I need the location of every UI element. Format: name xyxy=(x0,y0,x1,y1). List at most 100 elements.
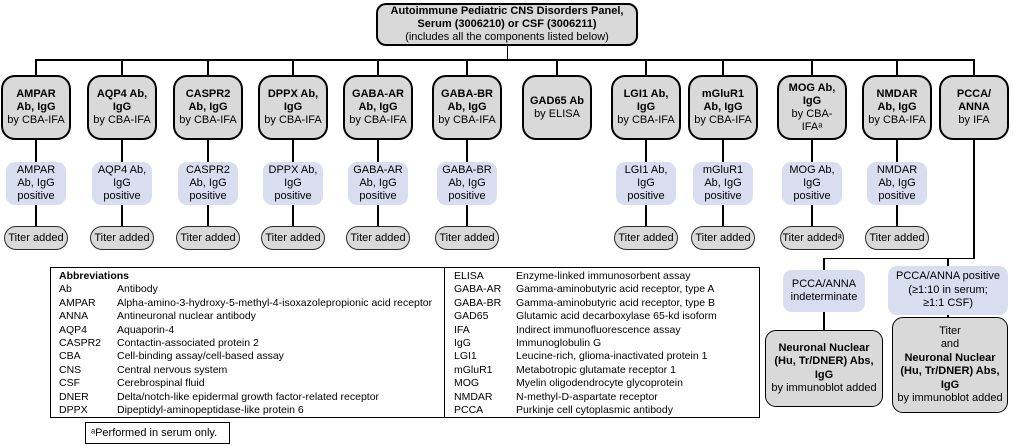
abbreviation-term: NMDAR xyxy=(454,390,493,403)
connector-line xyxy=(466,59,468,75)
test-method: by CBA-IFA xyxy=(7,114,65,126)
connector-line xyxy=(722,59,724,75)
connector-line xyxy=(377,205,379,226)
connector-line xyxy=(811,205,813,226)
titer-added-box: Titer added xyxy=(865,226,929,250)
connector-line xyxy=(973,140,975,259)
connector-line xyxy=(207,140,209,162)
positive-result-box: mGluR1 Ab, IgG positive xyxy=(693,162,753,205)
connector-line xyxy=(556,59,558,75)
positive-result-box: MOG Ab, IgG positive xyxy=(782,162,842,205)
titer-added-box: Titer added xyxy=(261,226,325,250)
pcca-indeterminate-box: PCCA/ANNA indeterminate xyxy=(783,270,865,312)
abbreviations-header: Abbreviations xyxy=(59,270,130,282)
result-test-name: Neuronal Nuclear (Hu, Tr/DNER) Abs, IgG xyxy=(774,341,874,381)
connector-line xyxy=(645,59,647,75)
titer-added-box: Titer added xyxy=(435,226,499,250)
test-method: by CBA-IFA xyxy=(617,114,675,126)
positive-result-box: AQP4 Ab, IgG positive xyxy=(92,162,152,205)
abbreviation-term: Ab xyxy=(59,283,72,296)
connector-line xyxy=(823,257,974,259)
abbreviation-row: GAD65 Glutamic acid decarboxylase 65-kd i… xyxy=(454,310,759,323)
test-name: AQP4 Ab, IgG xyxy=(96,88,148,113)
abbreviation-definition: Myelin oligodendrocyte glycoprotein xyxy=(516,377,683,390)
test-method: by CBA- IFAᵃ xyxy=(791,107,833,133)
test-method: by CBA-IFA xyxy=(438,114,496,126)
test-name: LGI1 Ab, IgG xyxy=(623,88,669,113)
abbreviation-term: MOG xyxy=(454,377,480,390)
abbreviation-term: IgG xyxy=(454,337,471,350)
panel-subtitle: (includes all the components listed belo… xyxy=(405,31,609,43)
connector-line xyxy=(35,140,37,162)
connector-line xyxy=(811,140,813,162)
abbreviation-definition: Dipeptidyl-aminopeptidase-like protein 6 xyxy=(117,404,304,417)
titer-added-box: Titer added xyxy=(176,226,240,250)
abbreviation-row: DNER Delta/notch-like epidermal growth fa… xyxy=(59,391,444,404)
test-method: by CBA-IFA xyxy=(349,114,407,126)
titer-added-box: Titer added xyxy=(614,226,678,250)
abbreviation-definition: Contactin-associated protein 2 xyxy=(117,337,259,350)
connector-bus-line xyxy=(36,59,974,61)
abbreviation-term: AMPAR xyxy=(59,296,96,309)
footnote-text: ᵃPerformed in serum only. xyxy=(91,427,218,439)
connector-line xyxy=(35,59,37,75)
abbreviation-definition: Delta/notch-like epidermal growth factor… xyxy=(117,390,380,403)
test-name: PCCA/ ANNA xyxy=(956,88,992,113)
abbreviation-definition: Cerebrospinal fluid xyxy=(117,377,205,390)
test-method: by CBA-IFA xyxy=(179,114,237,126)
pcca-indeterminate-result-box: Neuronal Nuclear (Hu, Tr/DNER) Abs, IgG … xyxy=(765,330,883,407)
abbreviation-definition: Immunoglobulin G xyxy=(516,337,602,350)
abbreviation-definition: Glutamic acid decarboxylase 65-kd isofor… xyxy=(516,310,717,323)
positive-result-box: DPPX Ab, IgG positive xyxy=(263,162,323,205)
titer-added-box: Titer addedᵃ xyxy=(780,226,844,250)
connector-line xyxy=(292,59,294,75)
positive-result-box: CASPR2 Ab, IgG positive xyxy=(178,162,238,205)
abbreviation-term: IFA xyxy=(454,323,470,336)
positive-result-box: LGI1 Ab, IgG positive xyxy=(616,162,676,205)
abbreviation-term: CNS xyxy=(59,363,82,376)
positive-result-box: NMDAR Ab, IgG positive xyxy=(867,162,927,205)
connector-line xyxy=(292,140,294,162)
result-prefix: Titer and xyxy=(939,324,961,351)
abbreviation-definition: Central nervous system xyxy=(117,363,228,376)
abbreviation-definition: Gamma-aminobutyric acid receptor, type A xyxy=(516,283,715,296)
abbreviation-definition: Enzyme-linked immunosorbent assay xyxy=(516,270,691,282)
connector-line xyxy=(506,45,508,59)
abbreviation-term: GAD65 xyxy=(454,310,489,323)
abbreviation-term: DNER xyxy=(59,390,89,403)
abbreviation-term: GABA-AR xyxy=(454,283,502,296)
connector-line xyxy=(377,59,379,75)
connector-line xyxy=(823,257,825,270)
titer-added-box: Titer added xyxy=(691,226,755,250)
test-method: by ELISA xyxy=(534,107,580,120)
abbreviation-definition: Purkinje cell cytoplasmic antibody xyxy=(516,404,673,417)
abbreviation-term: ELISA xyxy=(454,270,484,282)
connector-line xyxy=(207,205,209,226)
test-name: AMPAR Ab, IgG xyxy=(16,88,56,113)
titer-added-box: Titer added xyxy=(346,226,410,250)
abbreviation-row: ELISA Enzyme-linked immunosorbent assay xyxy=(454,270,759,283)
abbreviation-term: CBA xyxy=(59,350,81,363)
connector-line xyxy=(896,205,898,226)
pcca-positive-result-box: Titer and Neuronal Nuclear (Hu, Tr/DNER)… xyxy=(892,317,1008,413)
connector-line xyxy=(121,59,123,75)
test-method: by CBA-IFA xyxy=(694,114,752,126)
